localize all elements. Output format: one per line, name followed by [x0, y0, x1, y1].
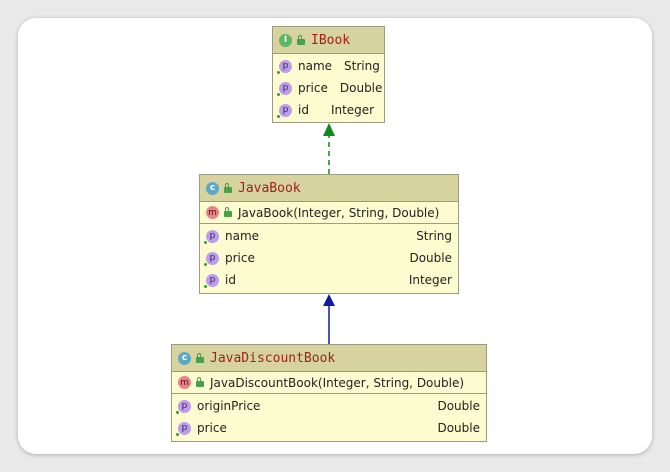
- field-type: Double: [437, 399, 480, 413]
- method-icon: m: [206, 206, 219, 219]
- property-icon: p: [277, 81, 292, 96]
- javadiscountbook-header: c JavaDiscountBook: [172, 345, 486, 372]
- property-icon: p: [277, 103, 292, 118]
- javabook-class-box[interactable]: c JavaBook m JavaBook(Integer, String, D…: [199, 174, 459, 294]
- property-icon: p: [277, 59, 292, 74]
- extends-arrow-head: [323, 294, 335, 306]
- field-name: price: [298, 81, 328, 95]
- field-name: name: [225, 229, 260, 243]
- field-type: String: [344, 59, 380, 73]
- property-icon: p: [204, 251, 219, 266]
- javabook-fields: p name String p price Double p id Intege…: [200, 224, 458, 292]
- lock-icon: [224, 207, 232, 217]
- ibook-title: IBook: [311, 32, 351, 48]
- constructor-signature: JavaBook(Integer, String, Double): [238, 205, 440, 220]
- method-icon: m: [178, 376, 191, 389]
- field-type: Integer: [330, 103, 375, 117]
- field-name: originPrice: [197, 399, 261, 413]
- lock-icon: [196, 352, 204, 363]
- field-type: Integer: [408, 273, 452, 287]
- javabook-title: JavaBook: [238, 180, 301, 196]
- field-row[interactable]: p id Integer: [200, 269, 458, 291]
- property-icon: p: [176, 421, 191, 436]
- field-row[interactable]: p price Double: [200, 247, 458, 269]
- field-row[interactable]: p name String: [200, 225, 458, 247]
- field-row[interactable]: p name String: [273, 55, 384, 77]
- field-row[interactable]: p originPrice Double: [172, 395, 486, 417]
- property-icon: p: [204, 229, 219, 244]
- class-icon: c: [178, 351, 191, 365]
- field-type: String: [416, 229, 452, 243]
- property-icon: p: [204, 273, 219, 288]
- constructor-signature: JavaDiscountBook(Integer, String, Double…: [210, 375, 465, 390]
- interface-icon: I: [279, 33, 292, 47]
- lock-icon: [297, 34, 305, 45]
- field-type: Double: [409, 251, 452, 265]
- constructor-row[interactable]: m JavaDiscountBook(Integer, String, Doub…: [172, 372, 486, 394]
- javadiscountbook-title: JavaDiscountBook: [210, 350, 336, 366]
- ibook-header: I IBook: [273, 27, 384, 54]
- javadiscountbook-class-box[interactable]: c JavaDiscountBook m JavaDiscountBook(In…: [171, 344, 487, 442]
- field-row[interactable]: p id Integer: [273, 99, 384, 121]
- field-name: price: [197, 421, 227, 435]
- ibook-interface-box[interactable]: I IBook p name String p price Double p i…: [272, 26, 385, 123]
- ibook-fields: p name String p price Double p id Intege…: [273, 54, 384, 122]
- property-icon: p: [176, 399, 191, 414]
- field-name: id: [298, 103, 309, 117]
- constructor-row[interactable]: m JavaBook(Integer, String, Double): [200, 202, 458, 224]
- field-row[interactable]: p price Double: [273, 77, 384, 99]
- lock-icon: [196, 377, 204, 387]
- class-icon: c: [206, 181, 219, 195]
- lock-icon: [224, 182, 232, 193]
- javadiscountbook-fields: p originPrice Double p price Double: [172, 394, 486, 440]
- field-row[interactable]: p price Double: [172, 417, 486, 439]
- field-name: price: [225, 251, 255, 265]
- javabook-header: c JavaBook: [200, 175, 458, 202]
- field-name: id: [225, 273, 236, 287]
- field-type: Double: [339, 81, 383, 95]
- field-name: name: [298, 59, 333, 73]
- implements-arrow-head: [323, 123, 335, 136]
- field-type: Double: [437, 421, 480, 435]
